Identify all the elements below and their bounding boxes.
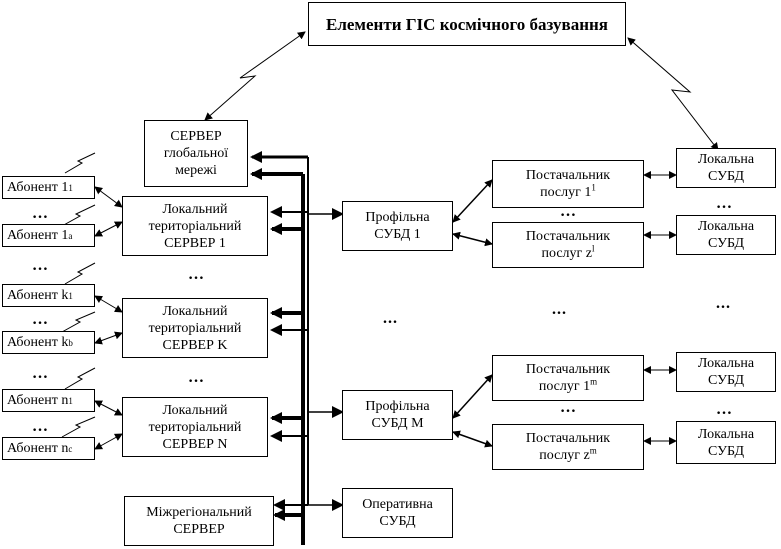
- link-ab2-ls1: [94, 221, 123, 237]
- link-ab6-lsn: [94, 433, 123, 450]
- profile-dbms-m-box: Профільна СУБД М: [342, 390, 453, 440]
- local-server-n-box: Локальний територіальний СЕРВЕР N: [122, 397, 268, 457]
- ellipsis: …: [716, 401, 733, 418]
- global-server-box: СЕРВЕР глобальної мережі: [144, 120, 248, 187]
- profile-dbms-1-box: Профільна СУБД 1: [342, 201, 453, 251]
- link-pdbm-prov3: [452, 374, 493, 419]
- provider-label: Постачальник послуг 1: [525, 168, 611, 200]
- link-ab1-ls1: [94, 186, 123, 208]
- provider-box: Постачальник послуг 1m: [492, 355, 644, 401]
- link-ab4-lsk: [94, 331, 123, 345]
- subscriber-label: Абонент k: [7, 288, 69, 303]
- local-dbms-box: Локальна СУБД: [676, 421, 776, 464]
- ellipsis: …: [560, 203, 577, 220]
- link-ab3-lsk: [94, 295, 123, 313]
- ellipsis: ...: [552, 301, 567, 318]
- local-server-1-box: Локальний територіальний СЕРВЕР 1: [122, 196, 268, 256]
- ellipsis: …: [32, 311, 49, 328]
- page-title: Елементи ГІС космічного базування: [308, 2, 626, 46]
- provider-box: Постачальник послуг 11: [492, 160, 644, 208]
- link-pdbm-prov4: [452, 430, 493, 448]
- subscriber-label: Абонент k: [7, 335, 69, 350]
- interregional-server-box: Міжрегіональний СЕРВЕР: [124, 496, 274, 546]
- link-pdb1-prov2: [452, 231, 493, 247]
- provider-label: Постачальник послуг z: [525, 229, 611, 261]
- provider-index: l: [591, 243, 595, 254]
- ellipsis: …: [32, 365, 49, 382]
- link-pdb1-prov1: [452, 179, 493, 223]
- subscriber-label: Абонент 1: [7, 180, 69, 195]
- wireless-icons: [61, 152, 96, 438]
- provider-index: m: [590, 376, 598, 387]
- local-dbms-box: Локальна СУБД: [676, 215, 776, 255]
- link-ab5-lsn: [94, 400, 123, 416]
- provider-label: Постачальник послуг 1: [525, 362, 611, 394]
- provider-box: Постачальник послуг zl: [492, 222, 644, 268]
- ellipsis: …: [188, 266, 205, 283]
- local-server-k-box: Локальний територіальний СЕРВЕР K: [122, 298, 268, 358]
- provider-label: Постачальник послуг z: [525, 431, 611, 463]
- ellipsis: …: [32, 205, 49, 222]
- ellipsis: ...: [383, 310, 398, 327]
- operational-dbms-box: Оперативна СУБД: [342, 488, 453, 538]
- link-title-localdb: [627, 37, 719, 151]
- ellipsis: …: [32, 257, 49, 274]
- local-dbms-box: Локальна СУБД: [676, 352, 776, 392]
- subscriber-label: Абонент 1: [7, 228, 69, 243]
- link-title-global: [204, 31, 306, 121]
- ellipsis: …: [560, 399, 577, 416]
- provider-index: 1: [591, 182, 596, 193]
- local-dbms-box: Локальна СУБД: [676, 148, 776, 188]
- subscriber-label: Абонент n: [7, 393, 69, 408]
- ellipsis: …: [188, 369, 205, 386]
- ellipsis: …: [32, 418, 49, 435]
- subscriber-label: Абонент n: [7, 441, 69, 456]
- ellipsis: ...: [716, 295, 731, 312]
- provider-box: Постачальник послуг zm: [492, 424, 644, 470]
- ellipsis: …: [716, 195, 733, 212]
- provider-index: m: [589, 445, 597, 456]
